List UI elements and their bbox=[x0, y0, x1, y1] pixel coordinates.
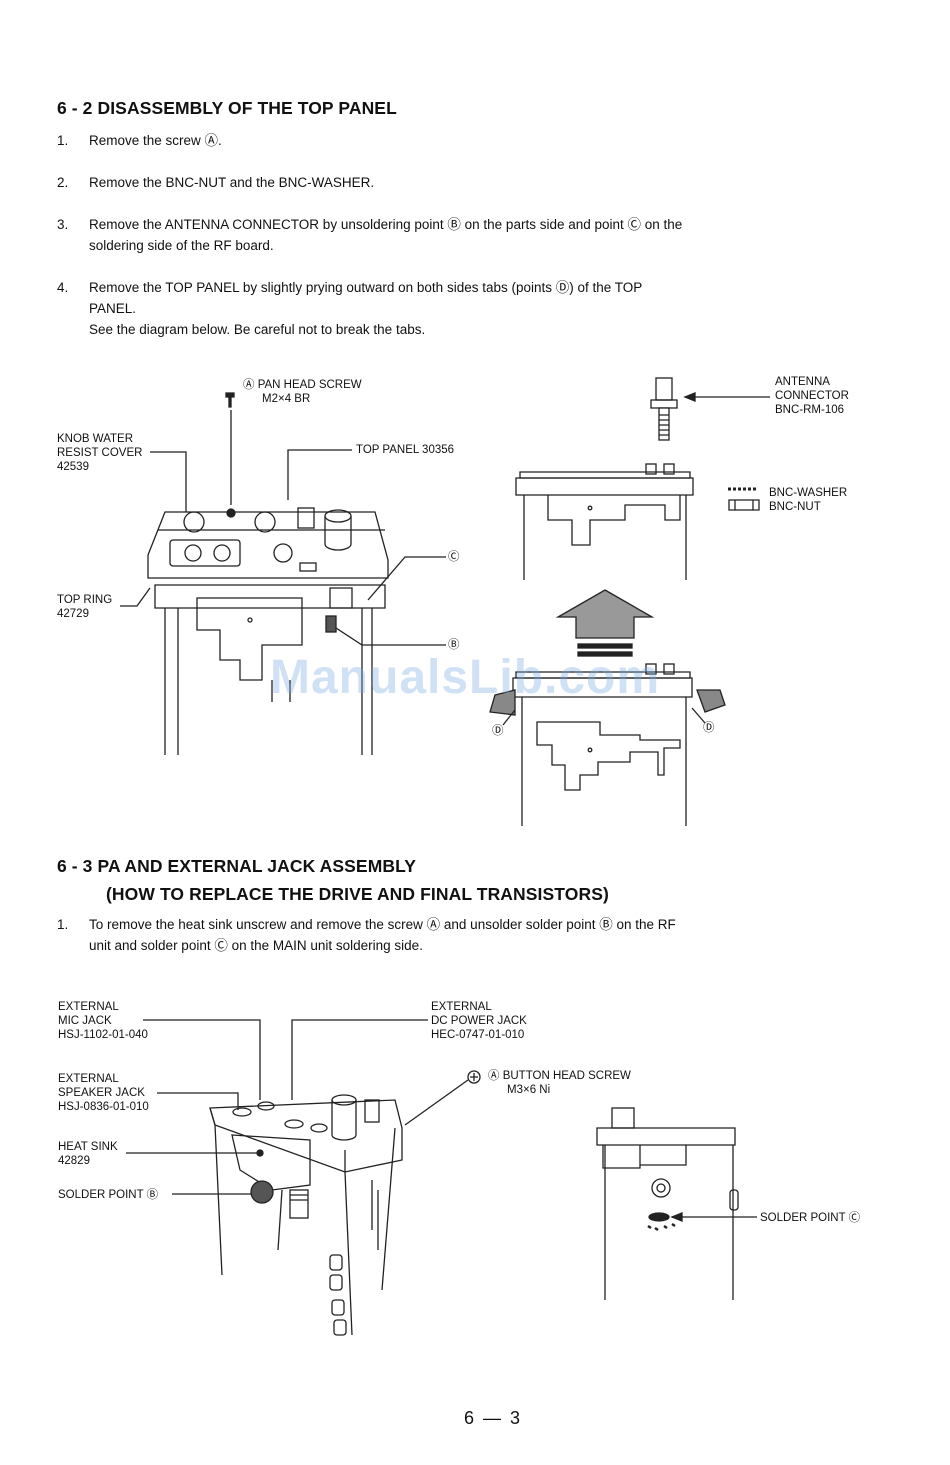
label-line: HSJ-1102-01-040 bbox=[58, 1029, 148, 1041]
heat-sink-label: HEAT SINK 42829 bbox=[58, 1140, 118, 1168]
up-arrow-illustration bbox=[555, 589, 655, 657]
label-line: Ⓐ BUTTON HEAD SCREW bbox=[488, 1070, 631, 1082]
knob-leader-line bbox=[150, 451, 187, 512]
step-3: 3. Remove the ANTENNA CONNECTOR by unsol… bbox=[57, 214, 817, 256]
button-head-screw-illustration bbox=[467, 1070, 481, 1084]
point-d-right-marker: Ⓓ bbox=[703, 722, 715, 734]
pa-jack-assembly-illustration bbox=[209, 1094, 403, 1336]
label-line: BNC-RM-106 bbox=[775, 404, 845, 416]
solder-point-c-label: SOLDER POINT Ⓒ bbox=[760, 1212, 861, 1224]
mic-jack-label: EXTERNAL MIC JACK HSJ-1102-01-040 bbox=[58, 1000, 148, 1042]
pan-head-screw-label: Ⓐ PAN HEAD SCREW M2×4 BR bbox=[243, 378, 362, 406]
label-line: HSJ-0836-01-010 bbox=[58, 1101, 149, 1113]
step-1: 1. Remove the screw Ⓐ. bbox=[57, 130, 817, 151]
dc-jack-leader-line bbox=[291, 1019, 428, 1100]
label-line: DC POWER JACK bbox=[431, 1015, 527, 1027]
button-screw-leader-line bbox=[404, 1079, 469, 1126]
solder-point-b-label: SOLDER POINT Ⓑ bbox=[58, 1189, 159, 1201]
label-line: MIC JACK bbox=[58, 1015, 112, 1027]
label-line: CONNECTOR bbox=[775, 390, 849, 402]
label-line: EXTERNAL bbox=[58, 1073, 119, 1085]
step-text-line: Remove the ANTENNA CONNECTOR by unsolder… bbox=[89, 217, 683, 232]
label-line: M2×4 BR bbox=[262, 393, 311, 405]
dc-power-jack-label: EXTERNAL DC POWER JACK HEC-0747-01-010 bbox=[431, 1000, 527, 1042]
point-b-marker: Ⓑ bbox=[448, 639, 460, 651]
step-number: 2. bbox=[57, 175, 69, 190]
step-number: 1. bbox=[57, 133, 69, 148]
label-line: 42539 bbox=[57, 461, 89, 473]
label-line: SPEAKER JACK bbox=[58, 1087, 145, 1099]
step-text-line: Remove the TOP PANEL by slightly prying … bbox=[89, 280, 643, 295]
label-line: HEAT SINK bbox=[58, 1141, 118, 1153]
point-d-right-leader bbox=[691, 707, 706, 724]
label-line: RESIST COVER bbox=[57, 447, 143, 459]
step-text: Remove the screw Ⓐ. bbox=[89, 133, 222, 148]
label-line: TOP RING bbox=[57, 594, 113, 606]
bnc-nut-label: BNC-NUT bbox=[769, 501, 821, 513]
label-line: KNOB WATER bbox=[57, 433, 134, 445]
top-panel-leader-line bbox=[287, 449, 352, 500]
step-text: Remove the BNC-NUT and the BNC-WASHER. bbox=[89, 175, 375, 190]
button-head-screw-label: Ⓐ BUTTON HEAD SCREW M3×6 Ni bbox=[488, 1069, 631, 1097]
label-line: 42729 bbox=[57, 608, 89, 620]
top-panel-label: TOP PANEL 30356 bbox=[356, 444, 455, 456]
antenna-connector-illustration bbox=[650, 377, 678, 441]
knob-cover-label: KNOB WATER RESIST COVER 42539 bbox=[57, 432, 142, 474]
label-line: HEC-0747-01-010 bbox=[431, 1029, 525, 1041]
label-line: EXTERNAL bbox=[431, 1001, 492, 1013]
section-6-3-subheading: (HOW TO REPLACE THE DRIVE AND FINAL TRAN… bbox=[106, 884, 609, 904]
watermark: ManualsLib.com bbox=[270, 651, 661, 704]
label-line: M3×6 Ni bbox=[507, 1084, 551, 1096]
label-line: ANTENNA bbox=[775, 376, 830, 388]
step-number: 1. bbox=[57, 917, 69, 932]
top-ring-leader-line bbox=[120, 587, 151, 607]
page-number: 6 — 3 bbox=[464, 1408, 523, 1428]
chassis-exploded-view bbox=[489, 663, 726, 826]
step-text-line: unit and solder point Ⓒ on the MAIN unit… bbox=[89, 938, 423, 953]
speaker-jack-leader-line bbox=[157, 1092, 239, 1110]
step-text-line: PANEL. bbox=[89, 301, 137, 316]
step-number: 3. bbox=[57, 217, 69, 232]
point-d-left-marker: Ⓓ bbox=[492, 725, 504, 737]
step-text-line: soldering side of the RF board. bbox=[89, 238, 274, 253]
label-line: Ⓐ PAN HEAD SCREW bbox=[243, 379, 362, 391]
section-6-3-heading: 6 - 3 PA AND EXTERNAL JACK ASSEMBLY bbox=[57, 856, 417, 876]
step-text-line: To remove the heat sink unscrew and remo… bbox=[89, 917, 676, 932]
step-number: 4. bbox=[57, 280, 69, 295]
section-6-2-heading: 6 - 2 DISASSEMBLY OF THE TOP PANEL bbox=[57, 98, 397, 118]
point-b-leader-line bbox=[335, 627, 446, 646]
pan-head-screw-illustration bbox=[225, 392, 235, 505]
main-unit-soldering-side-view bbox=[596, 1107, 739, 1300]
label-line: EXTERNAL bbox=[58, 1001, 119, 1013]
step-4: 4. Remove the TOP PANEL by slightly pryi… bbox=[57, 277, 817, 340]
bnc-washer-label: BNC-WASHER bbox=[769, 487, 848, 499]
radio-top-panel-illustration bbox=[147, 507, 389, 755]
point-c-marker: Ⓒ bbox=[448, 551, 460, 563]
bnc-washer-nut-illustration bbox=[728, 487, 760, 511]
label-line: 42829 bbox=[58, 1155, 90, 1167]
chassis-top-view bbox=[515, 463, 694, 580]
point-c-leader-line bbox=[367, 556, 446, 601]
point-d-left-leader bbox=[502, 709, 516, 726]
antenna-connector-label: ANTENNA CONNECTOR BNC-RM-106 bbox=[775, 375, 849, 417]
step-1-heat-sink: 1. To remove the heat sink unscrew and r… bbox=[57, 914, 837, 956]
mic-jack-leader-line bbox=[143, 1019, 261, 1100]
step-text-line: See the diagram below. Be careful not to… bbox=[89, 322, 426, 337]
step-2: 2. Remove the BNC-NUT and the BNC-WASHER… bbox=[57, 172, 817, 193]
top-ring-label: TOP RING 42729 bbox=[57, 593, 112, 621]
speaker-jack-label: EXTERNAL SPEAKER JACK HSJ-0836-01-010 bbox=[58, 1072, 149, 1114]
